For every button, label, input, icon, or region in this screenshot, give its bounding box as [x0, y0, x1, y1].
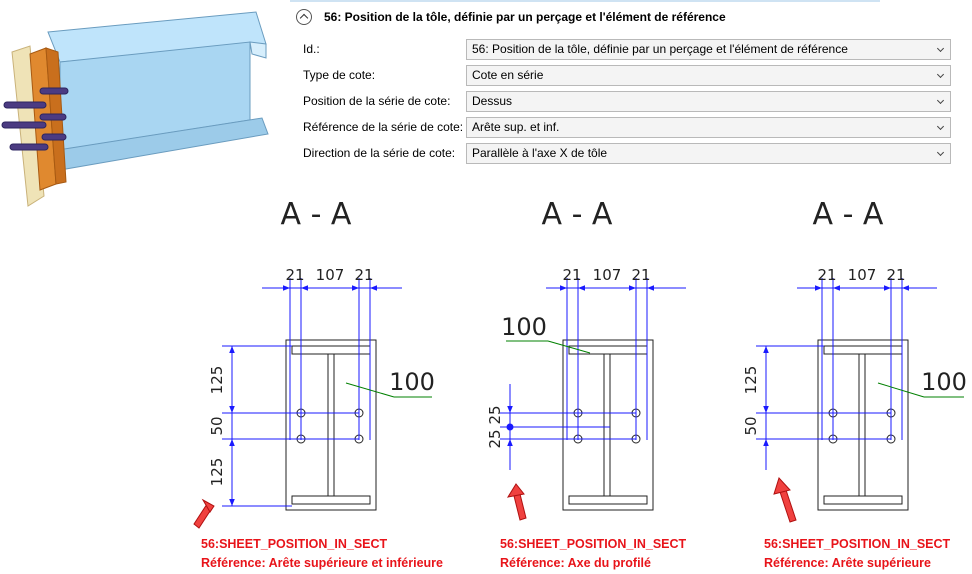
- dim-top-3: 21: [354, 266, 373, 284]
- panel-header[interactable]: 56: Position de la tôle, définie par un …: [296, 7, 726, 27]
- caption-1-reference: Référence: Arête supérieure et inférieur…: [201, 556, 443, 570]
- holes: [573, 408, 641, 444]
- caption-1: 56:SHEET_POSITION_IN_SECT Référence: Arê…: [201, 535, 443, 573]
- row-label-series-position: Position de la série de cote:: [303, 94, 451, 108]
- drawing-1: A - A 21: [193, 197, 435, 529]
- dimension-lines: [222, 278, 402, 507]
- panel-title: 56: Position de la tôle, définie par un …: [324, 10, 726, 24]
- row-label-series-reference: Référence de la série de cote:: [303, 120, 464, 134]
- dim-top-1: 21: [817, 266, 836, 284]
- dim-side-1: 125: [208, 366, 226, 395]
- red-arrow-icon: [506, 483, 527, 521]
- caption-2-reference: Référence: Axe du profilé: [500, 556, 651, 570]
- dim-top-3: 21: [631, 266, 650, 284]
- i-profile: [568, 345, 648, 505]
- series-position-select[interactable]: Dessus: [466, 90, 951, 112]
- caption-3-code: 56:SHEET_POSITION_IN_SECT: [764, 537, 951, 551]
- callout-label: 100: [389, 368, 435, 396]
- series-position-value: Dessus: [472, 94, 513, 108]
- beam-end-plate-illustration: [1, 11, 269, 207]
- red-arrow-icon: [193, 498, 215, 529]
- series-reference-value: Arête sup. et inf.: [472, 120, 560, 134]
- series-direction-value: Parallèle à l'axe X de tôle: [472, 146, 608, 160]
- collapse-chevron-up-icon[interactable]: [296, 9, 312, 25]
- property-panel: 56: Position de la tôle, définie par un …: [290, 0, 960, 172]
- leader-line: [877, 382, 925, 398]
- dim-top-2: 107: [593, 266, 622, 284]
- callout-label: 100: [501, 313, 547, 341]
- section-label: A - A: [281, 197, 352, 232]
- caption-3: 56:SHEET_POSITION_IN_SECT Référence: Arê…: [764, 535, 950, 573]
- caption-2-code: 56:SHEET_POSITION_IN_SECT: [500, 537, 687, 551]
- red-arrow-icon: [773, 477, 797, 523]
- series-reference-select[interactable]: Arête sup. et inf.: [466, 116, 951, 138]
- drawing-2: A - A 21 107 21 25 25: [486, 197, 686, 521]
- dim-side-2: 50: [208, 416, 226, 435]
- holes: [296, 408, 364, 444]
- dimension-type-select[interactable]: Cote en série: [466, 64, 951, 86]
- dimension-lines: [756, 278, 937, 470]
- callout-label: 100: [921, 368, 967, 396]
- row-label-series-direction: Direction de la série de cote:: [303, 146, 456, 160]
- caption-2: 56:SHEET_POSITION_IN_SECT Référence: Axe…: [500, 535, 686, 573]
- series-direction-select[interactable]: Parallèle à l'axe X de tôle: [466, 142, 951, 164]
- plate-outline: [562, 339, 654, 511]
- section-label: A - A: [813, 197, 884, 232]
- dim-top-1: 21: [562, 266, 581, 284]
- caption-3-reference: Référence: Arête supérieure: [764, 556, 931, 570]
- section-label: A - A: [542, 197, 613, 232]
- caption-1-code: 56:SHEET_POSITION_IN_SECT: [201, 537, 388, 551]
- dim-side-3: 125: [208, 458, 226, 487]
- i-profile: [291, 345, 371, 505]
- dim-top-3: 21: [886, 266, 905, 284]
- dimension-lines: [500, 278, 686, 470]
- panel-top-border: [290, 0, 880, 2]
- i-profile: [823, 345, 903, 505]
- dim-top-2: 107: [848, 266, 877, 284]
- leader-line: [547, 340, 591, 354]
- dim-side-1: 125: [742, 366, 760, 395]
- row-label-dimension-type: Type de cote:: [303, 68, 376, 82]
- holes: [828, 408, 896, 444]
- dim-side-2: 50: [742, 416, 760, 435]
- axis-origin-dot: [506, 423, 514, 431]
- leader-line: [345, 382, 395, 398]
- dim-top-2: 107: [316, 266, 345, 284]
- plate-outline: [817, 339, 909, 511]
- dimension-type-value: Cote en série: [472, 68, 544, 82]
- dim-top-1: 21: [285, 266, 304, 284]
- row-label-id: Id.:: [303, 42, 320, 56]
- dim-side-2: 25: [486, 429, 504, 448]
- id-select-value: 56: Position de la tôle, définie par un …: [472, 42, 848, 56]
- drawing-3: A - A 21 107 21 125: [742, 197, 967, 523]
- id-select[interactable]: 56: Position de la tôle, définie par un …: [466, 38, 951, 60]
- plate-outline: [285, 339, 377, 511]
- dim-side-1: 25: [486, 405, 504, 424]
